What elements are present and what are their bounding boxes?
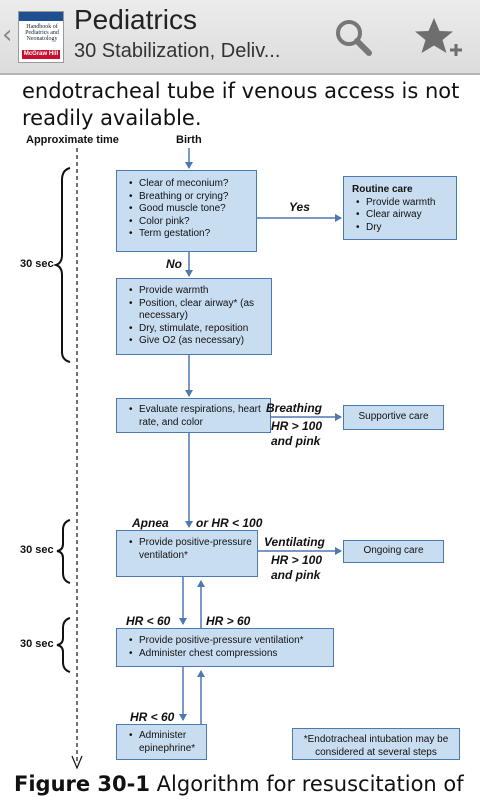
figure-caption: Figure 30-1 Algorithm for resuscitation … [14, 770, 480, 798]
provide-warmth-list: Provide warmth Position, clear airway* (… [125, 285, 267, 348]
label-and-pink-2: and pink [271, 568, 321, 582]
time-brace-2 [56, 519, 71, 584]
box-evaluate: Evaluate respirations, heart rate, and c… [116, 398, 271, 433]
search-icon [336, 20, 372, 56]
list-item: Position, clear airway* (as necessary) [129, 298, 267, 323]
label-hr-gt-100-1: HR > 100 [271, 419, 323, 433]
app-icon-publisher: McGraw Hill [22, 50, 60, 59]
time-brace-1 [52, 167, 71, 363]
bookmark-add-button[interactable] [412, 14, 464, 62]
list-item: Administer epinephrine* [129, 730, 201, 755]
label-yes: Yes [289, 200, 310, 214]
box-supportive-care: Supportive care [343, 405, 444, 430]
routine-care-heading: Routine care [352, 184, 413, 195]
routine-care-list: Provide warmth Clear airway Dry [352, 197, 452, 235]
list-item: Provide warmth [129, 285, 267, 298]
action-bar: ‹ Handbook of Pediatrics and Neonatology… [0, 0, 480, 75]
time-axis-arrow [71, 755, 83, 770]
app-icon[interactable]: Handbook of Pediatrics and Neonatology M… [18, 11, 64, 63]
up-caret-icon[interactable]: ‹ [2, 20, 13, 50]
evaluate-list: Evaluate respirations, heart rate, and c… [125, 404, 266, 429]
list-item: Provide warmth [356, 197, 452, 210]
resuscitation-flowchart: Approximate time Birth 30 sec 30 sec 30 … [0, 130, 480, 770]
epinephrine-list: Administer epinephrine* [125, 730, 202, 755]
box-initial-assessment: Clear of meconium? Breathing or crying? … [116, 170, 257, 252]
list-item: Breathing or crying? [129, 191, 252, 204]
list-item: Dry, stimulate, reposition [129, 323, 267, 336]
flowchart-connectors [52, 148, 342, 770]
search-button[interactable] [332, 16, 376, 60]
ppv-list: Provide positive-pressure ventilation* [125, 537, 253, 562]
time-label-1: 30 sec [20, 258, 54, 270]
compressions-list: Provide positive-pressure ventilation* A… [125, 635, 329, 660]
label-hr-lt-60-2: HR < 60 [130, 710, 175, 724]
label-breathing: Breathing [266, 401, 323, 415]
list-item: Administer chest compressions [129, 648, 329, 661]
box-routine-care: Routine care Provide warmth Clear airway… [343, 176, 457, 240]
label-ventilating: Ventilating [264, 535, 325, 549]
label-or-hr-lt-100: or HR < 100 [196, 516, 263, 530]
app-icon-strip [19, 12, 63, 21]
box-ongoing-care: Ongoing care [343, 540, 444, 563]
time-label-3: 30 sec [20, 638, 54, 650]
list-item: Color pink? [129, 216, 252, 229]
list-item: Provide positive-pressure ventilation* [129, 537, 253, 562]
label-hr-gt-100-2: HR > 100 [271, 553, 323, 567]
box-chest-compressions: Provide positive-pressure ventilation* A… [116, 628, 334, 667]
initial-assessment-list: Clear of meconium? Breathing or crying? … [125, 178, 252, 241]
box-positive-pressure-ventilation: Provide positive-pressure ventilation* [116, 530, 258, 577]
list-item: Evaluate respirations, heart rate, and c… [129, 404, 266, 429]
page-subtitle[interactable]: 30 Stabilization, Deliv... [74, 40, 281, 62]
label-apnea: Apnea [132, 516, 169, 530]
list-item: Clear airway [356, 209, 452, 222]
time-label-2: 30 sec [20, 544, 54, 556]
box-intubation-note: *Endotracheal intubation may be consider… [292, 728, 460, 760]
list-item: Term gestation? [129, 228, 252, 241]
list-item: Give O2 (as necessary) [129, 335, 267, 348]
approximate-time-header: Approximate time [26, 134, 119, 146]
lead-text: endotracheal tube if venous access is no… [22, 79, 460, 130]
intubation-note-text: *Endotracheal intubation may be consider… [303, 734, 449, 758]
label-no: No [166, 257, 182, 271]
label-hr-lt-60-1: HR < 60 [126, 614, 171, 628]
list-item: Provide positive-pressure ventilation* [129, 635, 329, 648]
list-item: Good muscle tone? [129, 203, 252, 216]
list-item: Clear of meconium? [129, 178, 252, 191]
caption-text: Algorithm for resuscitation of [150, 772, 464, 796]
label-and-pink-1: and pink [271, 434, 321, 448]
box-provide-warmth: Provide warmth Position, clear airway* (… [116, 278, 272, 355]
page-title: Pediatrics [74, 4, 197, 35]
label-hr-gt-60: HR > 60 [206, 614, 251, 628]
bookmark-add-icon [415, 18, 462, 56]
birth-header: Birth [176, 134, 202, 146]
box-epinephrine: Administer epinephrine* [116, 724, 207, 760]
app-icon-text: Handbook of Pediatrics and Neonatology [25, 24, 59, 42]
caption-label: Figure 30-1 [14, 772, 150, 796]
time-brace-3 [56, 617, 71, 673]
list-item: Dry [356, 222, 452, 235]
